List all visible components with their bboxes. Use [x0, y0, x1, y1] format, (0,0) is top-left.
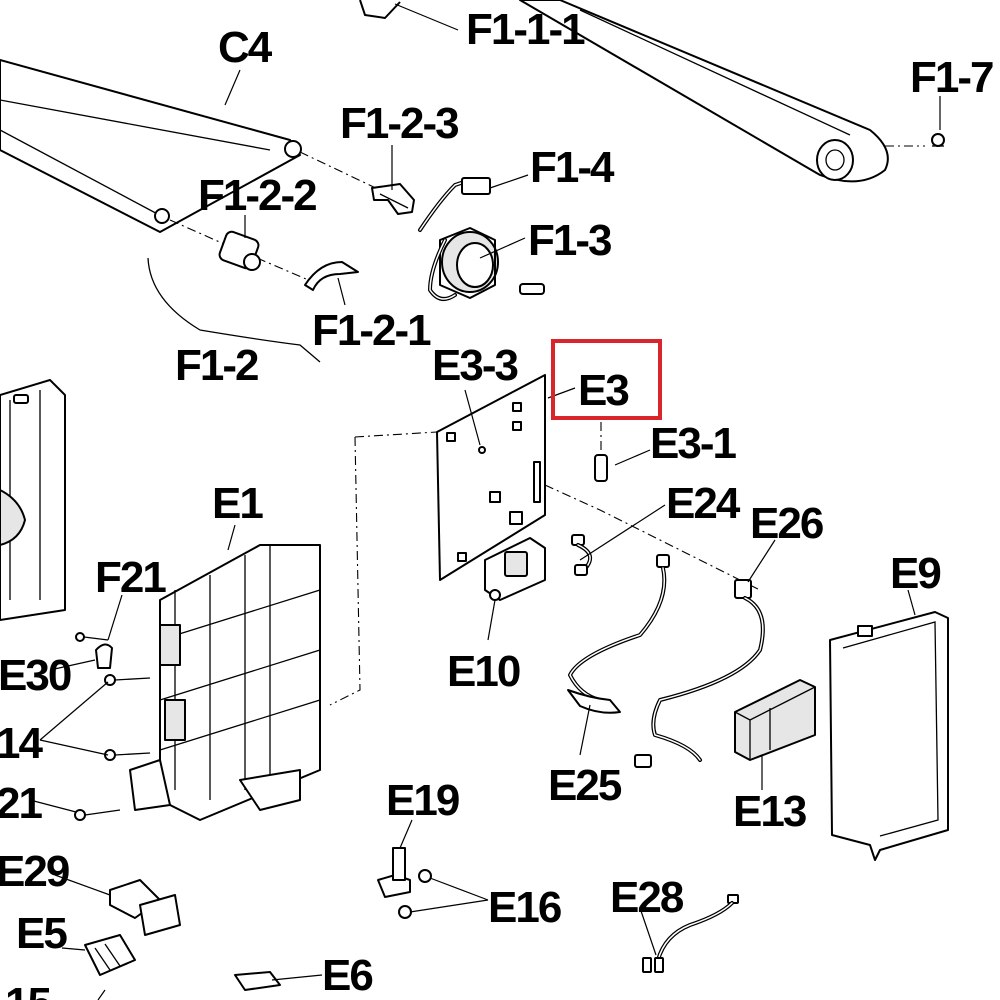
label-e10: E10 — [447, 647, 520, 696]
plate-e6 — [234, 971, 281, 991]
label-e30: E30 — [0, 651, 71, 700]
fasteners — [74, 632, 432, 919]
label-21-bottom: 21 — [0, 779, 42, 828]
rail-c4 — [0, 59, 302, 233]
screw-f1-7 — [885, 133, 945, 147]
label-e5: E5 — [16, 909, 67, 958]
part-f1-3-motor — [428, 227, 545, 301]
bracket-e19 — [377, 847, 411, 898]
label-e26: E26 — [750, 499, 823, 548]
label-e29: E29 — [0, 847, 69, 896]
label-f1-7: F1-7 — [910, 53, 993, 102]
rail-upper — [519, 0, 889, 183]
label-14: 14 — [0, 719, 43, 768]
label-e9: E9 — [890, 549, 940, 598]
frame-left — [0, 379, 66, 621]
label-f1-2: F1-2 — [175, 341, 258, 390]
label-e25: E25 — [548, 761, 622, 810]
cable-e26 — [634, 579, 765, 768]
label-e24: E24 — [666, 479, 741, 528]
highlight-box-e3 — [551, 339, 662, 420]
label-e16: E16 — [488, 883, 561, 932]
label-f1-1-1: F1-1-1 — [466, 5, 585, 54]
fuse-e3-1 — [594, 420, 608, 482]
label-15-cut: 15 — [5, 979, 51, 1000]
leader-lines — [29, 3, 941, 1000]
label-e6: E6 — [322, 951, 372, 1000]
label-e3-1: E3-1 — [650, 419, 736, 468]
part-e29 — [109, 879, 181, 936]
label-f1-2-2: F1-2-2 — [198, 171, 316, 220]
label-e1: E1 — [212, 479, 263, 528]
part-f1-4-connector — [418, 177, 491, 232]
label-f1-2-3: F1-2-3 — [340, 99, 458, 148]
label-e3: E3 — [578, 366, 628, 415]
frame-e1 — [129, 544, 321, 821]
label-f21-top: F21 — [95, 553, 166, 602]
part-labels: C4 F1-1-1 F1-7 F1-2-3 F1-4 F1-2-2 F1-3 F… — [0, 5, 995, 1000]
cable-e24-e25 — [567, 534, 670, 714]
label-e3-3: E3-3 — [432, 341, 517, 390]
label-f1-2-1: F1-2-1 — [312, 306, 431, 355]
part-f1-2-3 — [371, 183, 415, 215]
label-e13: E13 — [733, 787, 806, 836]
label-f1-3: F1-3 — [528, 216, 611, 265]
label-e28: E28 — [610, 873, 684, 922]
board-e3 — [329, 374, 761, 706]
label-c4: C4 — [218, 23, 273, 72]
bracket-f1-1-1 — [359, 0, 401, 19]
cover-e9 — [829, 611, 949, 861]
label-f1-4: F1-4 — [530, 143, 615, 192]
cable-e28 — [642, 894, 739, 973]
part-e13 — [734, 679, 816, 761]
part-e5 — [84, 934, 136, 976]
label-e19: E19 — [386, 776, 459, 825]
parts-f1-2 — [147, 151, 381, 363]
part-e10 — [484, 537, 546, 601]
